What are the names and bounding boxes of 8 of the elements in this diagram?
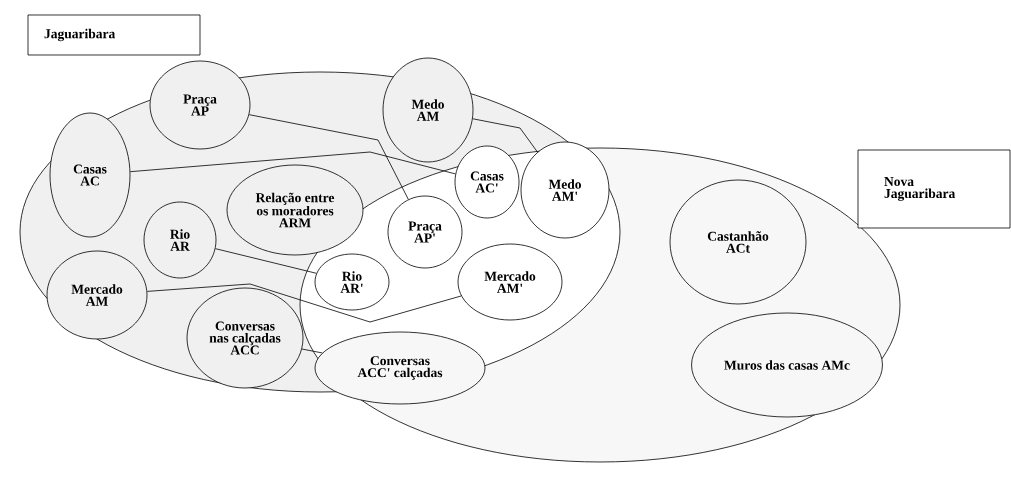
label-box: Nova Jaguaribara — [857, 149, 1011, 229]
label-box: Jaguaribara — [27, 14, 201, 56]
connector-line — [472, 118, 538, 153]
connector-line — [146, 283, 462, 323]
connector-line — [301, 348, 323, 354]
connector-line — [248, 114, 409, 200]
connector-line — [215, 248, 317, 274]
connector-line — [129, 151, 456, 175]
